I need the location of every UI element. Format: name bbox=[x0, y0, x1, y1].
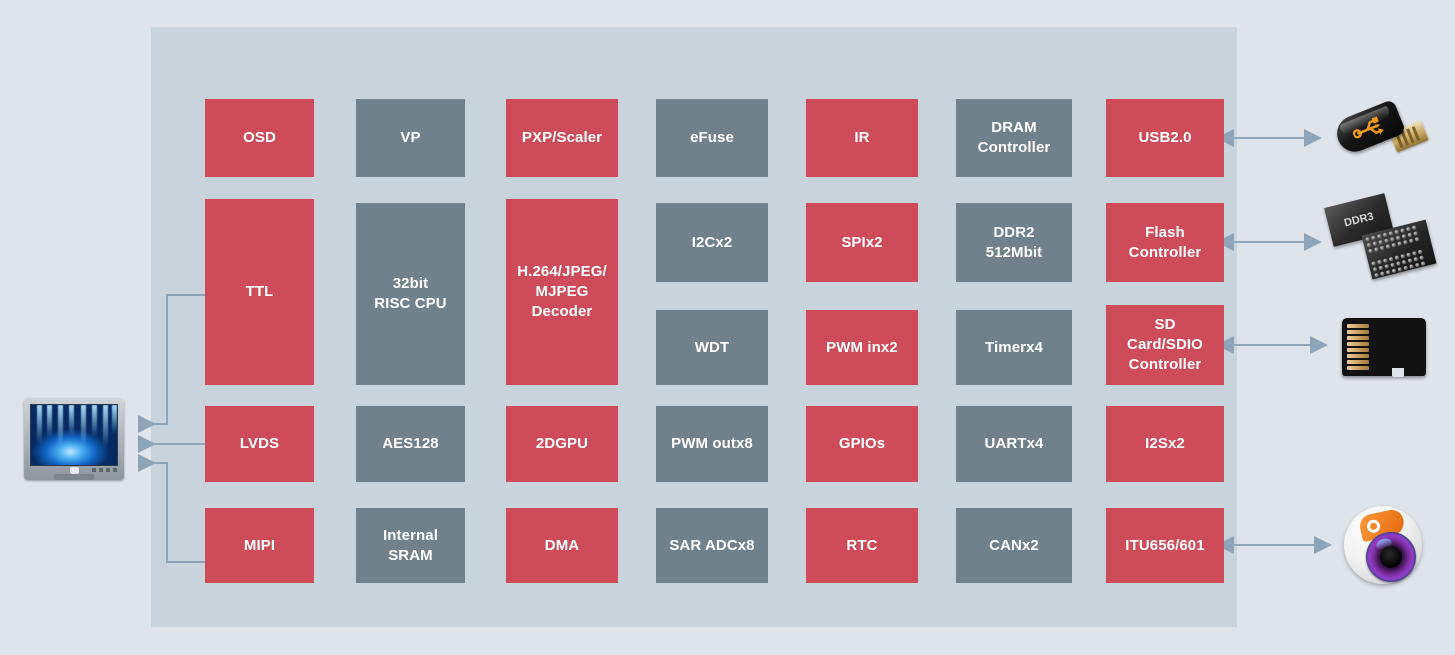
block-label: USB2.0 bbox=[1138, 129, 1192, 147]
block-usb20[interactable]: USB2.0 bbox=[1106, 99, 1224, 177]
block-label: IR bbox=[854, 129, 870, 147]
block-vp[interactable]: VP bbox=[356, 99, 465, 177]
block-codec[interactable]: H.264/JPEG/ MJPEG Decoder bbox=[506, 199, 618, 385]
block-label: DMA bbox=[544, 536, 580, 554]
block-itu656[interactable]: ITU656/601 bbox=[1106, 508, 1224, 583]
block-sd-ctrl[interactable]: SD Card/SDIO Controller bbox=[1106, 305, 1224, 385]
block-efuse[interactable]: eFuse bbox=[656, 99, 768, 177]
block-label: GPIOs bbox=[838, 435, 886, 453]
block-wdt[interactable]: WDT bbox=[656, 310, 768, 385]
usb-flash-drive-icon bbox=[1322, 96, 1432, 182]
block-label: I2Cx2 bbox=[691, 233, 733, 251]
block-label: Internal SRAM bbox=[383, 526, 438, 564]
monitor-wallpaper bbox=[31, 405, 117, 465]
block-label: VP bbox=[400, 129, 421, 147]
camera-body bbox=[1344, 506, 1422, 584]
block-label: UARTx4 bbox=[984, 435, 1044, 453]
block-label: TTL bbox=[245, 283, 274, 301]
block-label: LVDS bbox=[239, 435, 280, 453]
monitor-bezel bbox=[24, 398, 124, 480]
ddr3-part-label: DDR3 bbox=[1343, 210, 1375, 230]
block-label: CANx2 bbox=[989, 536, 1039, 554]
block-label: 2DGPU bbox=[535, 435, 589, 453]
monitor-power-led bbox=[70, 467, 79, 474]
block-flash-ctrl[interactable]: Flash Controller bbox=[1106, 203, 1224, 282]
block-canx2[interactable]: CANx2 bbox=[956, 508, 1072, 583]
block-label: Timerx4 bbox=[985, 338, 1043, 356]
block-label: PXP/Scaler bbox=[521, 129, 603, 147]
block-aes128[interactable]: AES128 bbox=[356, 406, 465, 482]
block-label: PWM inx2 bbox=[826, 338, 898, 356]
block-dram-ctrl[interactable]: DRAM Controller bbox=[956, 99, 1072, 177]
lcd-monitor-icon bbox=[24, 398, 128, 486]
block-label: I2Sx2 bbox=[1145, 435, 1185, 453]
ddr3-ball-grid bbox=[1365, 223, 1433, 278]
block-label: SPIx2 bbox=[841, 233, 883, 251]
block-gpu2d[interactable]: 2DGPU bbox=[506, 406, 618, 482]
block-ttl[interactable]: TTL bbox=[205, 199, 314, 385]
block-label: AES128 bbox=[382, 435, 439, 453]
block-pxp-scaler[interactable]: PXP/Scaler bbox=[506, 99, 618, 177]
sdcard-notch bbox=[1392, 368, 1404, 377]
monitor-stand bbox=[54, 474, 94, 480]
camera-module-icon bbox=[1336, 500, 1432, 592]
block-label: ITU656/601 bbox=[1125, 536, 1205, 554]
block-label: RTC bbox=[846, 536, 878, 554]
monitor-buttons bbox=[92, 468, 117, 472]
block-gpios[interactable]: GPIOs bbox=[806, 406, 918, 482]
block-pwm-outx8[interactable]: PWM outx8 bbox=[656, 406, 768, 482]
sdcard-contacts bbox=[1347, 324, 1369, 370]
microsd-card-icon bbox=[1330, 308, 1430, 380]
ddr3-memory-chip-icon: DDR3 bbox=[1322, 193, 1440, 288]
usb-trident-logo bbox=[1352, 116, 1384, 139]
block-i2sx2[interactable]: I2Sx2 bbox=[1106, 406, 1224, 482]
block-label: SAR ADCx8 bbox=[669, 536, 755, 554]
block-osd[interactable]: OSD bbox=[205, 99, 314, 177]
block-risc-cpu[interactable]: 32bit RISC CPU bbox=[356, 203, 465, 385]
block-label: Flash Controller bbox=[1128, 223, 1202, 261]
block-label: DDR2 512Mbit bbox=[985, 223, 1043, 261]
camera-lens bbox=[1366, 532, 1416, 582]
block-label: 32bit RISC CPU bbox=[374, 275, 447, 312]
block-sar-adcx8[interactable]: SAR ADCx8 bbox=[656, 508, 768, 583]
sdcard-body bbox=[1342, 318, 1426, 377]
block-label: PWM outx8 bbox=[671, 435, 753, 453]
block-internal-sram[interactable]: Internal SRAM bbox=[356, 508, 465, 583]
block-ddr2[interactable]: DDR2 512Mbit bbox=[956, 203, 1072, 282]
block-label: MIPI bbox=[243, 536, 276, 554]
block-label: eFuse bbox=[690, 129, 734, 147]
block-mipi[interactable]: MIPI bbox=[205, 508, 314, 583]
block-ir[interactable]: IR bbox=[806, 99, 918, 177]
block-dma[interactable]: DMA bbox=[506, 508, 618, 583]
block-label: OSD bbox=[243, 129, 276, 147]
usb-body bbox=[1331, 98, 1407, 158]
block-timerx4[interactable]: Timerx4 bbox=[956, 310, 1072, 385]
monitor-screen bbox=[30, 404, 118, 466]
block-label: SD Card/SDIO Controller bbox=[1127, 316, 1203, 373]
block-label: DRAM Controller bbox=[977, 119, 1051, 156]
block-rtc[interactable]: RTC bbox=[806, 508, 918, 583]
block-i2cx2[interactable]: I2Cx2 bbox=[656, 203, 768, 282]
block-lvds[interactable]: LVDS bbox=[205, 406, 314, 482]
block-pwm-inx2[interactable]: PWM inx2 bbox=[806, 310, 918, 385]
block-spix2[interactable]: SPIx2 bbox=[806, 203, 918, 282]
block-uartx4[interactable]: UARTx4 bbox=[956, 406, 1072, 482]
block-label: H.264/JPEG/ MJPEG Decoder bbox=[517, 263, 607, 320]
block-label: WDT bbox=[694, 338, 730, 356]
